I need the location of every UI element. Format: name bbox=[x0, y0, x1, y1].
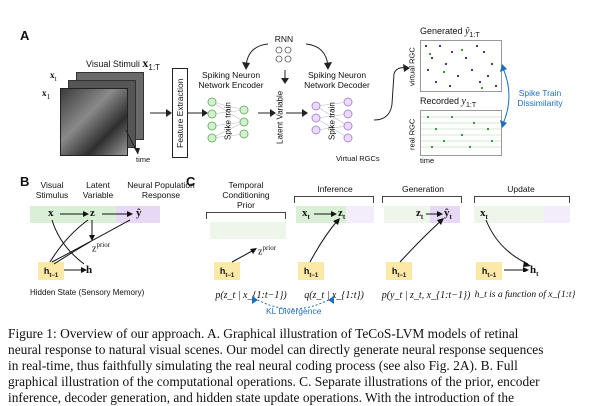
node-ht: h bbox=[86, 264, 93, 276]
inference-band-out bbox=[346, 206, 374, 223]
latent-variable-label: Latent Variable bbox=[275, 90, 285, 144]
caption-line: neural response to natural visual scenes… bbox=[8, 342, 544, 357]
real-rgc-axis: real RGC bbox=[407, 118, 417, 150]
node-yt: ŷ bbox=[136, 207, 142, 219]
arrow-to-feature bbox=[150, 109, 172, 117]
rnn-icon bbox=[275, 46, 292, 63]
update-formula: h_t is a function of x_{1:t} bbox=[474, 290, 576, 300]
output-brace bbox=[373, 64, 410, 121]
spike-train-label-1: Spike train bbox=[223, 102, 233, 140]
spike-train-label-2: Spike train bbox=[327, 102, 337, 140]
section-inference-bracket bbox=[294, 196, 374, 203]
update-band bbox=[474, 206, 544, 223]
update-x-node: xt bbox=[480, 207, 488, 222]
section-generation-bracket bbox=[382, 196, 462, 203]
time-label: time bbox=[136, 155, 151, 164]
virtual-rgc-axis: virtual RGC bbox=[407, 47, 417, 87]
caption-line: in real-time, thus faithfully simulating… bbox=[8, 358, 518, 373]
generation-band-out bbox=[430, 206, 460, 223]
generation-h-node: ht−1 bbox=[386, 262, 412, 280]
decoder-network bbox=[311, 97, 353, 143]
natural-scene-image bbox=[60, 88, 128, 156]
dissimilarity-arrow bbox=[500, 64, 510, 128]
prior-z-node: zprior bbox=[258, 244, 277, 258]
panel-a-letter: A bbox=[20, 28, 30, 43]
generation-z-node: zt bbox=[416, 207, 424, 222]
virtual-rgcs-label: Virtual RGCs bbox=[336, 154, 380, 163]
xt-label: xt bbox=[50, 70, 57, 83]
update-band-out bbox=[544, 206, 570, 223]
arrow-to-latent bbox=[258, 109, 276, 117]
stimulus-frames bbox=[54, 72, 146, 158]
caption-line: Figure 1: Overview of our approach. A. G… bbox=[8, 326, 519, 341]
dissimilarity-label: Spike Train Dissimilarity bbox=[517, 88, 563, 108]
prior-arrow bbox=[231, 248, 257, 263]
hidden-state-label: Hidden State (Sensory Memory) bbox=[30, 288, 145, 297]
node-xt: x bbox=[48, 207, 54, 219]
panel-c-letter: C bbox=[186, 174, 196, 189]
feature-extraction-box: Feature Extraction bbox=[172, 68, 188, 158]
kl-divergence-label: KL Divergence bbox=[266, 306, 322, 316]
node-zprior: zprior bbox=[92, 241, 111, 255]
kl-arrow bbox=[252, 296, 334, 310]
node-zt: z bbox=[90, 207, 95, 219]
generation-formula: p(y_t | z_t, x_{1:t−1}) bbox=[381, 290, 471, 301]
node-h-prev: ht−1 bbox=[38, 262, 64, 280]
decoder-label: Spiking Neuron Network Decoder bbox=[304, 70, 370, 90]
arrow-to-decoder bbox=[286, 109, 308, 117]
section-inference-title: Inference bbox=[317, 184, 353, 194]
section-prior-bracket bbox=[206, 212, 286, 219]
inference-h-node: ht−1 bbox=[298, 262, 324, 280]
caption-line: inference, decoder generation, and hidde… bbox=[8, 390, 515, 405]
caption-line: graphical illustration of the computatio… bbox=[8, 374, 540, 389]
rnn-arrows bbox=[242, 43, 332, 84]
rnn-label: RNN bbox=[274, 34, 294, 44]
recorded-title: Recorded y1:T bbox=[420, 96, 477, 109]
inference-x-node: xt bbox=[302, 207, 310, 222]
arrow-to-encoder bbox=[188, 109, 208, 117]
prior-formula: p(z_t | x_{1:t−1}) bbox=[215, 290, 287, 301]
prior-h-node: ht−1 bbox=[214, 262, 240, 280]
update-h-prev-node: ht−1 bbox=[476, 262, 502, 280]
figure-caption: Figure 1: Overview of our approach. A. G… bbox=[8, 326, 592, 406]
section-update-title: Update bbox=[507, 184, 535, 194]
col-neural-response: Neural Population Response bbox=[127, 180, 195, 200]
prior-band bbox=[210, 222, 286, 239]
inference-formula: q(z_t | x_{1:t}) bbox=[304, 290, 364, 301]
update-arrows bbox=[485, 219, 531, 272]
panel-b-arrows bbox=[49, 211, 133, 273]
visual-stimuli-label: Visual Stimuli x1:T bbox=[86, 56, 160, 72]
update-h-node: ht bbox=[530, 264, 539, 279]
time-arrow bbox=[125, 129, 140, 155]
inference-arrows bbox=[309, 211, 340, 263]
recorded-raster bbox=[420, 110, 502, 156]
output-band bbox=[116, 206, 160, 223]
section-generation-title: Generation bbox=[401, 184, 445, 194]
generation-y-node: ŷt bbox=[444, 207, 452, 222]
x1-label: x1 bbox=[42, 88, 51, 101]
col-latent-variable: Latent Variable bbox=[82, 180, 114, 200]
section-update-bracket bbox=[474, 196, 570, 203]
generated-title: Generated ŷ1:T bbox=[420, 26, 480, 39]
generated-raster bbox=[420, 40, 502, 92]
encoder-label: Spiking Neuron Network Encoder bbox=[198, 70, 264, 90]
encoder-network bbox=[207, 97, 249, 143]
section-prior-title: Temporal Conditioning Prior bbox=[222, 180, 270, 210]
time-label-raster: time bbox=[420, 156, 435, 165]
generation-arrows bbox=[399, 211, 444, 263]
panel-b-letter: B bbox=[20, 174, 30, 189]
generation-band bbox=[384, 206, 430, 223]
col-visual-stimulus: Visual Stimulus bbox=[35, 180, 69, 200]
inference-z-node: zt bbox=[338, 207, 346, 222]
